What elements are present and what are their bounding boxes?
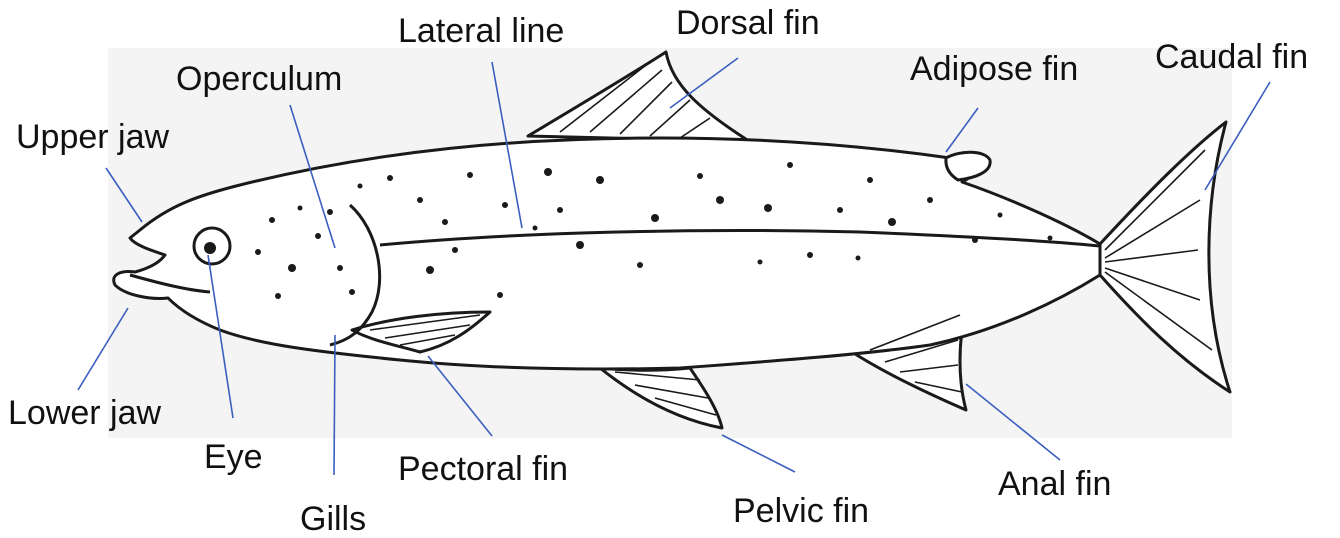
label-adipose-fin: Adipose fin [910, 52, 1078, 86]
label-pelvic-fin: Pelvic fin [733, 494, 869, 528]
leader-line-pelvic-fin [722, 435, 795, 472]
label-operculum: Operculum [176, 62, 342, 96]
leader-line-gills [334, 335, 335, 475]
label-lower-jaw: Lower jaw [8, 396, 161, 430]
label-eye: Eye [204, 440, 263, 474]
label-dorsal-fin: Dorsal fin [676, 6, 820, 40]
label-lateral-line: Lateral line [398, 14, 564, 48]
label-upper-jaw: Upper jaw [16, 120, 169, 154]
label-caudal-fin: Caudal fin [1155, 40, 1308, 74]
label-pectoral-fin: Pectoral fin [398, 452, 568, 486]
eye-pupil [204, 242, 216, 254]
label-gills: Gills [300, 502, 366, 536]
label-anal-fin: Anal fin [998, 467, 1111, 501]
